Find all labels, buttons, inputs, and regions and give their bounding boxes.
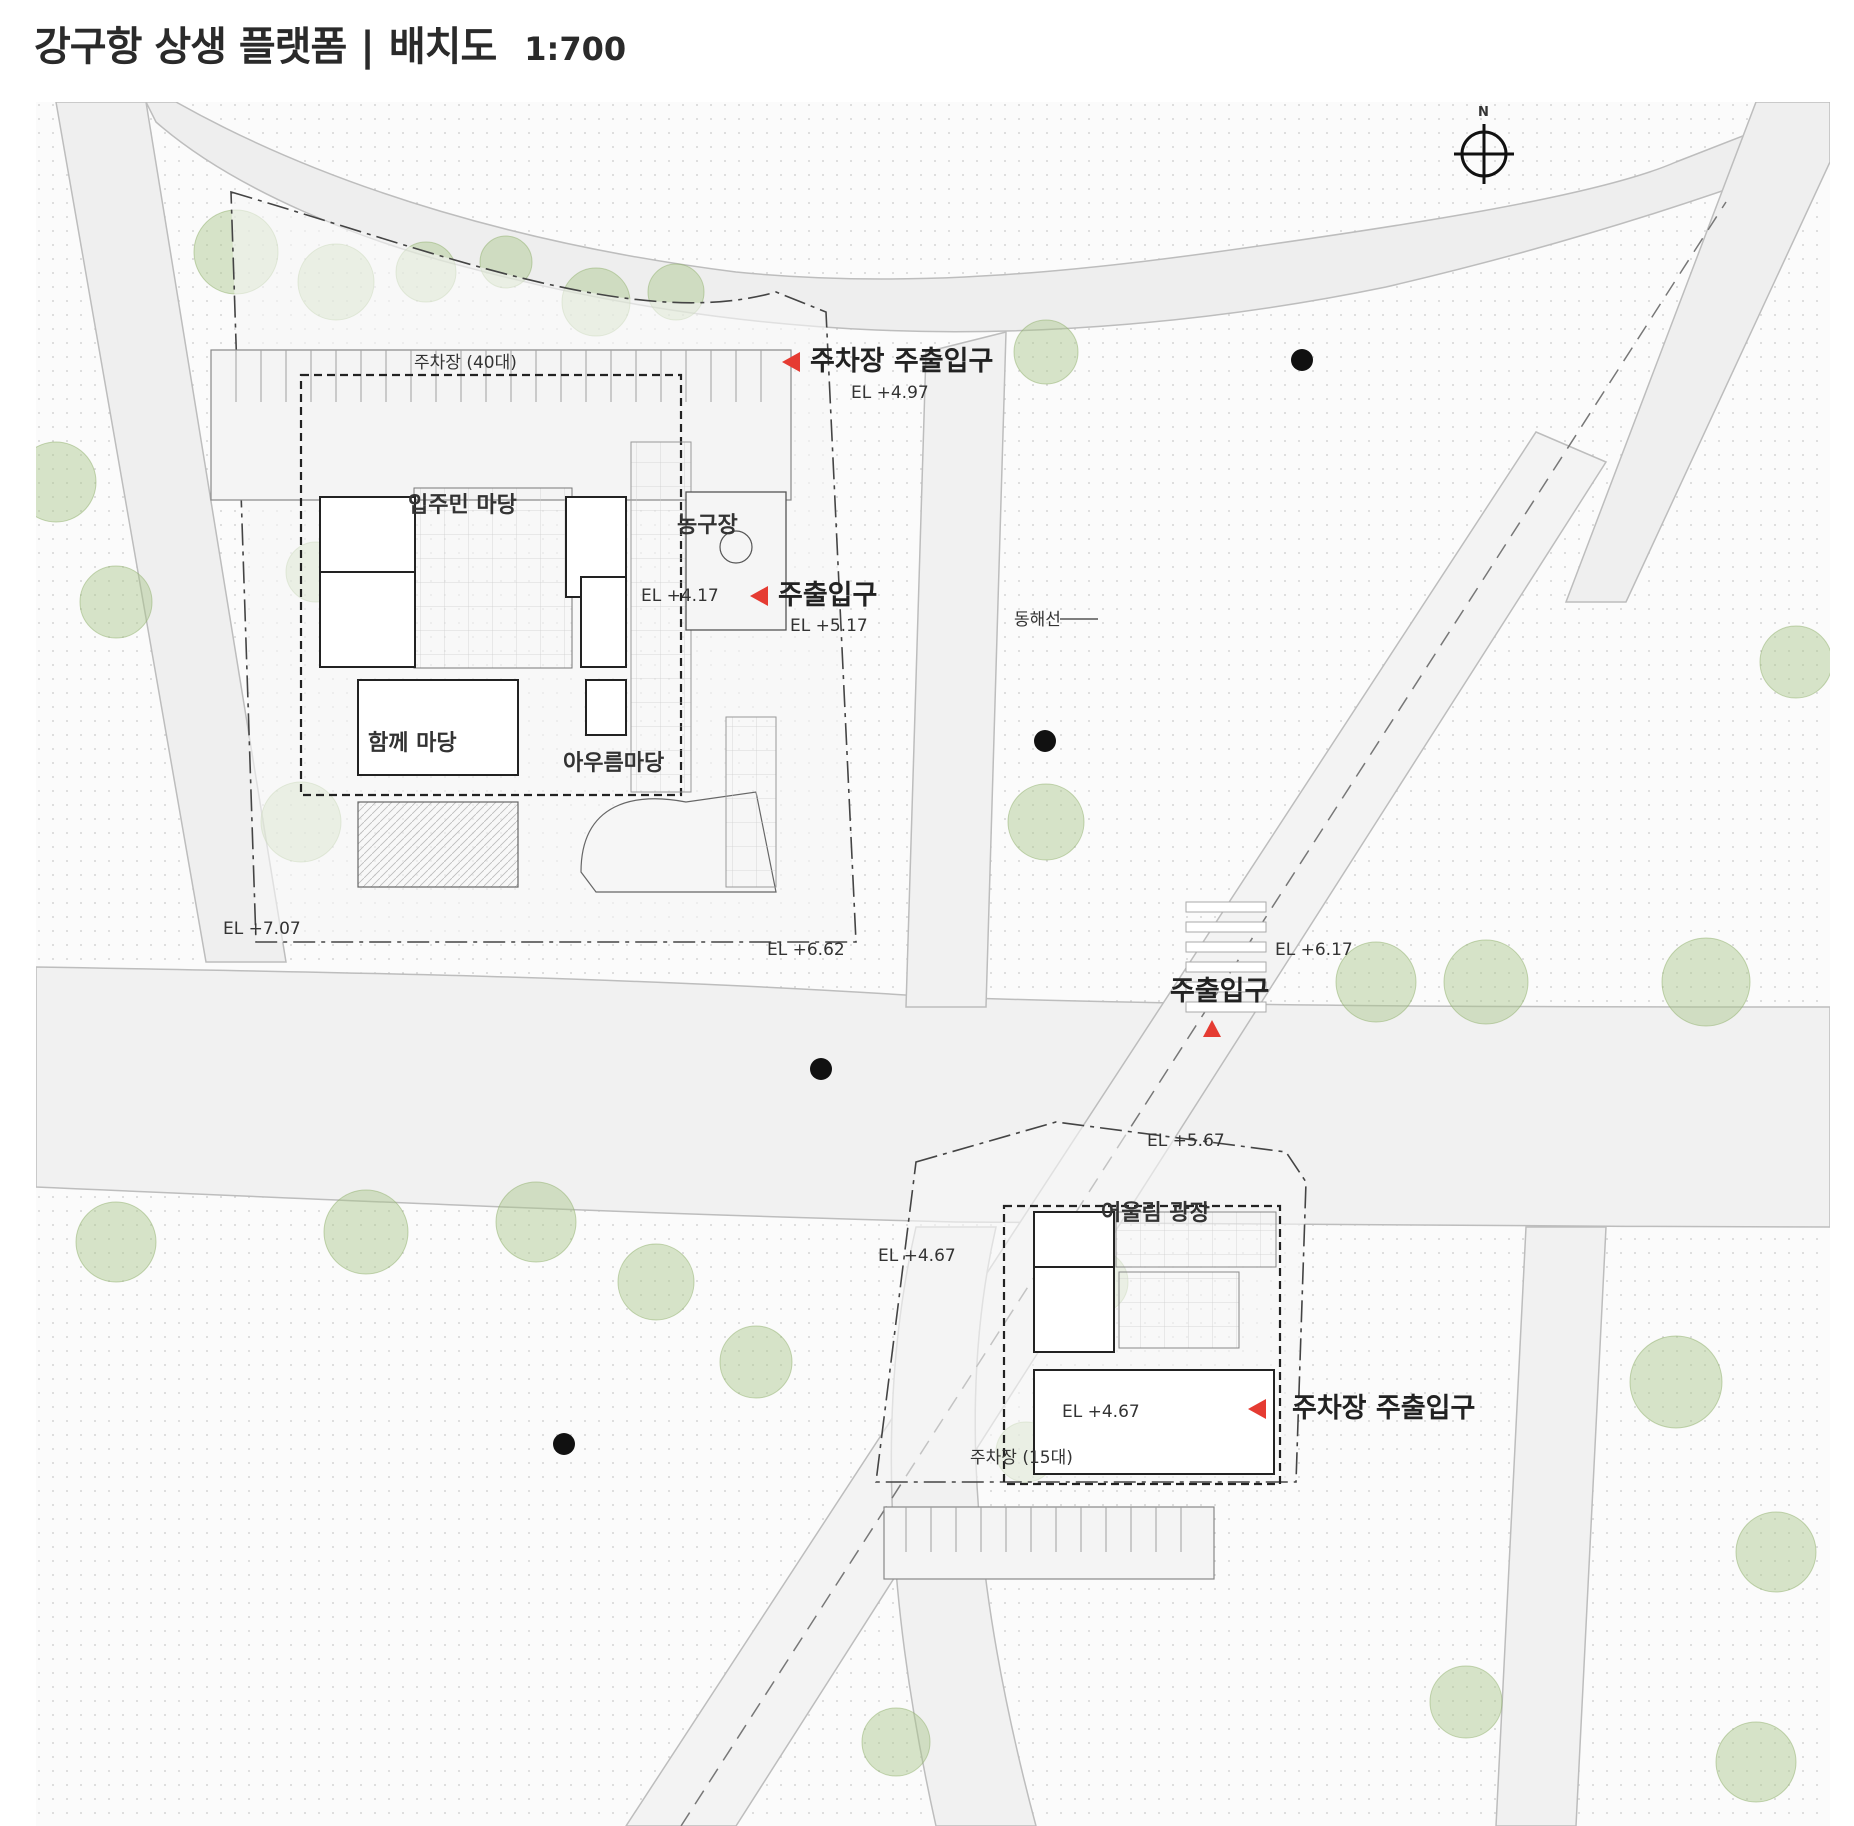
scale-label: 1:700 bbox=[524, 30, 627, 68]
label-donghae-line: 동해선 bbox=[1014, 610, 1061, 630]
basketball-center-circle bbox=[719, 530, 753, 564]
unit-south-1 bbox=[357, 679, 519, 776]
tree bbox=[617, 1243, 695, 1321]
elevation-467-west: EL +4.67 bbox=[878, 1246, 956, 1266]
basketball-court bbox=[685, 491, 787, 631]
label-parking-south: 주차장 (15대) bbox=[970, 1448, 1073, 1468]
building-south-outline bbox=[1002, 1204, 1282, 1486]
crosswalk bbox=[1185, 901, 1267, 1013]
elevation-517: EL +5.17 bbox=[790, 616, 868, 636]
site-plan: N 주차장 (40대) 입주민 마당 농구장 함께 마당 아우름마당 동해선 어… bbox=[36, 102, 1830, 1826]
title-separator: | bbox=[360, 24, 375, 70]
ramp-east bbox=[725, 716, 777, 888]
building-south-wing-2 bbox=[1033, 1266, 1115, 1353]
marker-dot bbox=[553, 1433, 575, 1455]
tree bbox=[1335, 941, 1417, 1023]
building-south-wing-3 bbox=[1033, 1369, 1275, 1475]
plaza-area bbox=[1118, 1271, 1240, 1349]
tree bbox=[861, 1707, 931, 1777]
label-together-yard: 함께 마당 bbox=[368, 731, 457, 756]
tree bbox=[323, 1189, 409, 1275]
tree bbox=[719, 1325, 793, 1399]
tree bbox=[36, 441, 97, 523]
road-central-vertical bbox=[905, 331, 1007, 1008]
label-harmony-yard: 아우름마당 bbox=[563, 751, 664, 776]
title-bar: 강구항 상생 플랫폼 | 배치도 1:700 bbox=[34, 14, 626, 74]
tree bbox=[1715, 1721, 1797, 1803]
tree bbox=[1629, 1335, 1723, 1429]
label-main-entry-north: 주출입구 bbox=[778, 580, 877, 611]
tree bbox=[1759, 625, 1830, 699]
tree bbox=[1443, 939, 1529, 1025]
parking-south bbox=[883, 1506, 1215, 1580]
road-northwest bbox=[55, 102, 287, 963]
arrow-parking-south-icon bbox=[1248, 1399, 1266, 1419]
tree bbox=[1661, 937, 1751, 1027]
marker-group bbox=[553, 349, 1313, 1455]
marker-dot bbox=[1034, 730, 1056, 752]
elevation-497: EL +4.97 bbox=[851, 383, 929, 403]
road-southeast bbox=[1495, 1226, 1607, 1826]
corridor-east bbox=[630, 441, 692, 793]
arrow-main-south-icon bbox=[1203, 1020, 1221, 1037]
tree bbox=[79, 565, 153, 639]
compass-label: N bbox=[1478, 105, 1489, 120]
marker-dot bbox=[810, 1058, 832, 1080]
tree bbox=[1013, 319, 1079, 385]
entrance-arrows bbox=[750, 352, 1266, 1419]
road-main bbox=[36, 966, 1830, 1228]
label-parking-north: 주차장 (40대) bbox=[414, 353, 517, 373]
label-main-entry-south: 주출입구 bbox=[1170, 976, 1269, 1007]
elevation-467-south: EL +4.67 bbox=[1062, 1402, 1140, 1422]
marker-dot bbox=[1291, 349, 1313, 371]
tree bbox=[75, 1201, 157, 1283]
unit-south-2 bbox=[585, 679, 627, 736]
elevation-662: EL +6.62 bbox=[767, 940, 845, 960]
elevation-417: EL +4.17 bbox=[641, 586, 719, 606]
arrow-parking-north-icon bbox=[782, 352, 800, 372]
tree bbox=[495, 1181, 577, 1263]
arrow-main-north-icon bbox=[750, 586, 768, 606]
parking-stalls-south bbox=[905, 1507, 1182, 1552]
railway-centerline bbox=[680, 201, 1727, 1826]
elevation-617: EL +6.17 bbox=[1275, 940, 1353, 960]
label-parking-entry-north: 주차장 주출입구 bbox=[810, 346, 993, 377]
terrace-area bbox=[1115, 1211, 1277, 1268]
compass-icon: N bbox=[1454, 105, 1514, 184]
railway-corridor bbox=[625, 431, 1608, 1826]
page-title: 강구항 상생 플랫폼 bbox=[34, 24, 347, 70]
label-basketball: 농구장 bbox=[677, 513, 738, 538]
residents-yard-area bbox=[413, 487, 573, 669]
tree bbox=[1735, 1511, 1817, 1593]
tree bbox=[1007, 783, 1085, 861]
unit-west-1 bbox=[319, 496, 416, 583]
together-yard bbox=[357, 801, 519, 888]
elevation-567: EL +5.67 bbox=[1147, 1131, 1225, 1151]
label-parking-entry-south: 주차장 주출입구 bbox=[1292, 1393, 1475, 1424]
unit-east-2 bbox=[580, 576, 627, 668]
elevation-707: EL +7.07 bbox=[223, 919, 301, 939]
tree bbox=[1429, 1665, 1503, 1739]
page-subtitle: 배치도 bbox=[388, 24, 497, 70]
building-south-wing-1 bbox=[1033, 1211, 1115, 1268]
label-residents-yard: 입주민 마당 bbox=[408, 493, 517, 518]
label-plaza: 어울림 광장 bbox=[1101, 1201, 1210, 1226]
unit-west-2 bbox=[319, 571, 416, 668]
road-northeast bbox=[1564, 102, 1830, 603]
